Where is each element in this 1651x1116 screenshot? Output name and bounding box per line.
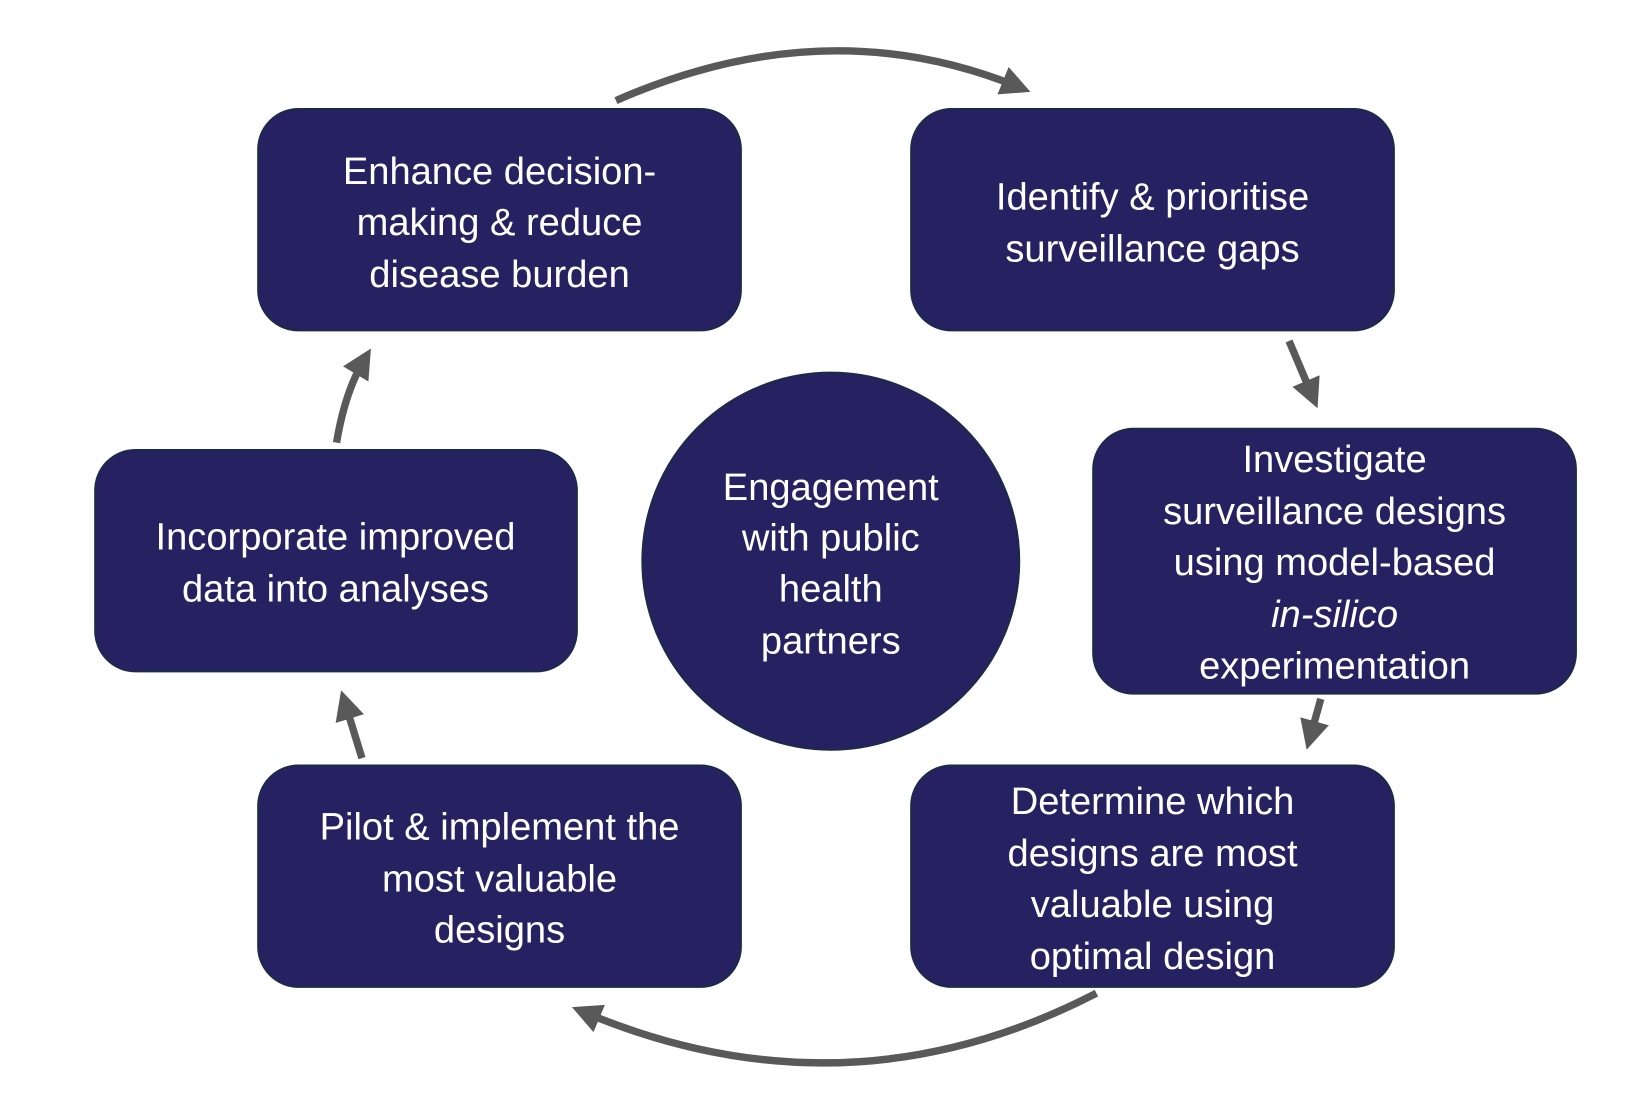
- arrow-incorporate-to-enhance: [332, 348, 371, 444]
- step-investigate: Investigate surveillance designs using m…: [1092, 427, 1577, 695]
- step-line: experimentation: [1199, 646, 1470, 688]
- center-line: with public: [741, 518, 920, 560]
- arrow-identify-to-investigate: [1285, 339, 1320, 409]
- arrow-enhance-to-identify: [614, 47, 1031, 104]
- arrow-determine-to-pilot: [571, 989, 1099, 1067]
- step-line: valuable using: [1031, 884, 1275, 926]
- step-line-italic: in-silico: [1271, 594, 1398, 636]
- arrow-pilot-to-incorporate: [335, 690, 366, 760]
- step-line: surveillance gaps: [1005, 229, 1299, 271]
- center-line: Engagement: [723, 467, 939, 509]
- step-line: making & reduce: [357, 202, 643, 244]
- step-line: Pilot & implement the: [320, 807, 680, 849]
- step-line: Enhance decision-: [343, 151, 656, 193]
- step-line: optimal design: [1030, 936, 1276, 978]
- step-line: using model-based: [1174, 542, 1496, 584]
- center-line: partners: [761, 620, 901, 662]
- step-determine: Determine which designs are most valuabl…: [910, 764, 1395, 988]
- step-line: surveillance designs: [1163, 491, 1506, 533]
- center-node: Engagement with public health partners: [641, 371, 1021, 751]
- step-identify: Identify & prioritise surveillance gaps: [910, 108, 1395, 332]
- step-incorporate: Incorporate improved data into analyses: [94, 448, 578, 673]
- step-line: Determine which: [1011, 781, 1295, 823]
- center-line: health: [779, 568, 883, 610]
- step-line: Identify & prioritise: [996, 177, 1309, 219]
- arrows-layer: [332, 47, 1329, 1067]
- step-line: disease burden: [369, 254, 629, 296]
- step-line: most valuable: [382, 859, 617, 901]
- step-line: designs are most: [1008, 833, 1298, 875]
- step-line: data into analyses: [182, 568, 489, 610]
- step-line: designs: [434, 909, 565, 951]
- step-enhance: Enhance decision- making & reduce diseas…: [257, 108, 742, 332]
- arrow-investigate-to-determine: [1300, 697, 1329, 750]
- step-line: Incorporate improved: [156, 517, 516, 559]
- step-pilot: Pilot & implement the most valuable desi…: [257, 764, 742, 988]
- step-line: Investigate: [1242, 439, 1426, 481]
